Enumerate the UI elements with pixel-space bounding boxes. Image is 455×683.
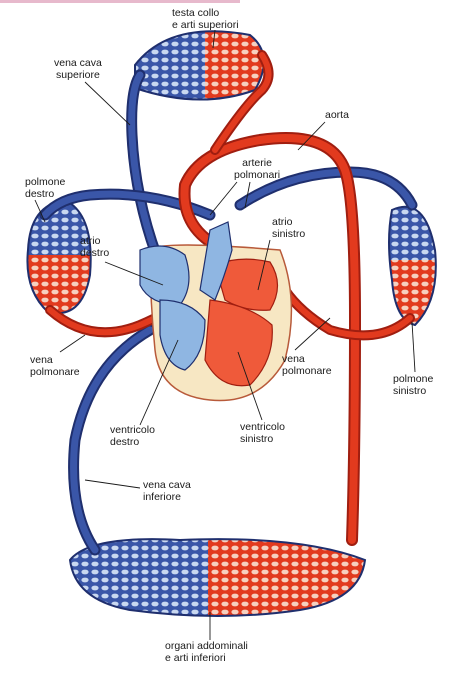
left-ventricle (204, 299, 273, 387)
label-vena-polmonare-destra: vena polmonare (30, 354, 80, 378)
label-organi-addominali: organi addominali e arti inferiori (165, 640, 248, 664)
right-atrium (139, 245, 190, 306)
label-ventricolo-destro: ventricolo destro (110, 424, 155, 448)
label-testa-collo: testa collo e arti superiori (172, 7, 239, 31)
label-polmone-destro: polmone destro (25, 176, 66, 200)
arterial-vessels (45, 50, 415, 546)
right-lung (26, 198, 92, 315)
left-lung (388, 205, 437, 327)
leader-lines (34, 29, 416, 640)
heart (139, 221, 293, 402)
label-polmone-sinistro: polmone sinistro (393, 373, 434, 397)
label-atrio-destro: atrio destro (80, 235, 110, 259)
label-vena-cava-inferiore: vena cava inferiore (143, 479, 191, 503)
label-vena-polmonare-sinistra: vena polmonare (282, 353, 332, 377)
label-vena-cava-superiore: vena cava superiore (54, 57, 102, 81)
capillary-bed-head-arms (134, 30, 265, 101)
label-ventricolo-sinistro: ventricolo sinistro (240, 421, 285, 445)
label-atrio-sinistro: atrio sinistro (272, 216, 306, 240)
venous-vessels (39, 69, 418, 556)
capillary-bed-abdomen-legs (68, 538, 367, 617)
label-arterie-polmonari: arterie polmonari (234, 157, 281, 181)
right-ventricle (159, 299, 206, 371)
top-accent-bar (0, 0, 240, 3)
label-aorta: aorta (325, 109, 349, 121)
